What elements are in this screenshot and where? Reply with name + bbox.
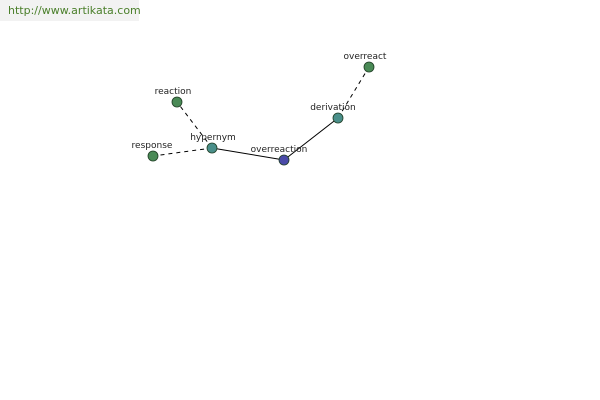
node-derivation[interactable]: [332, 112, 344, 124]
node-hypernym[interactable]: [206, 142, 218, 154]
edge-overreaction-derivation: [283, 117, 339, 161]
url-link[interactable]: http://www.artikata.com: [8, 4, 141, 17]
node-label-overreact[interactable]: overreact: [344, 52, 387, 62]
node-overreact[interactable]: [363, 61, 375, 73]
graph-edges: [152, 66, 370, 161]
node-label-response[interactable]: response: [132, 141, 173, 151]
node-response[interactable]: [147, 150, 159, 162]
node-label-hypernym[interactable]: hypernym: [190, 133, 236, 143]
edge-hypernym-reaction: [176, 101, 213, 149]
node-label-reaction[interactable]: reaction: [155, 87, 192, 97]
edge-hypernym-response: [152, 147, 213, 157]
node-label-derivation[interactable]: derivation: [310, 103, 356, 113]
edge-overreaction-hypernym: [211, 147, 285, 161]
node-label-overreaction[interactable]: overreaction: [251, 145, 308, 155]
edge-derivation-overreact: [337, 66, 370, 119]
node-reaction[interactable]: [171, 96, 183, 108]
url-banner: http://www.artikata.com: [0, 0, 141, 21]
node-overreaction[interactable]: [278, 154, 290, 166]
graph-nodes: [147, 61, 375, 166]
graph-labels: overreaction hypernym derivation reaction re…: [132, 52, 387, 155]
